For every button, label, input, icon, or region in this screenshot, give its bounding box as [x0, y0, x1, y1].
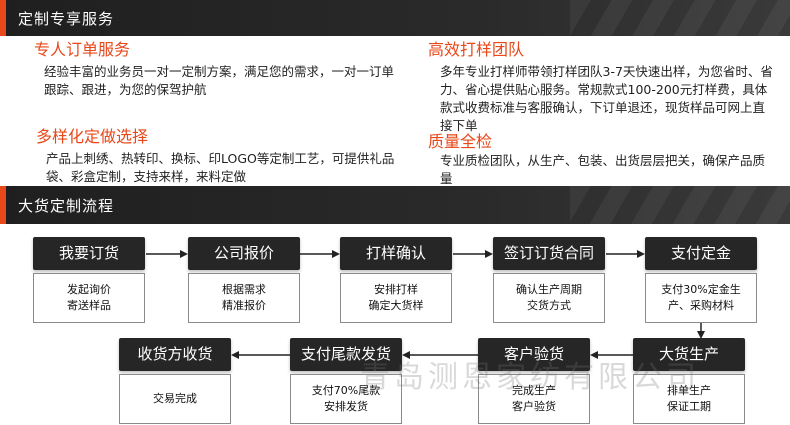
service-title: 高效打样团队 — [428, 40, 525, 59]
process-step: 客户验货 完成生产 客户验货 — [478, 338, 590, 424]
step-detail: 支付70%尾款 安排发货 — [290, 374, 402, 424]
process-step: 打样确认 安排打样 确定大货样 — [340, 237, 452, 323]
step-heading: 我要订货 — [33, 237, 145, 270]
process-step: 公司报价 根据需求 精准报价 — [188, 237, 300, 323]
service-description: 经验丰富的业务员一对一定制方案，满足您的需求，一对一订单跟踪、跟进，为您的保驾护… — [44, 64, 395, 97]
arrow-right-icon — [300, 249, 340, 259]
arrow-left-icon — [231, 350, 290, 360]
arrow-right-icon — [453, 249, 493, 259]
step-heading: 客户验货 — [478, 338, 590, 371]
process-step: 支付定金 支付30%定金生产、采购材料 — [645, 237, 757, 323]
step-heading: 大货生产 — [633, 338, 745, 371]
step-heading: 支付定金 — [645, 237, 757, 270]
step-detail-line: 交货方式 — [527, 299, 571, 312]
arrow-left-icon — [590, 350, 633, 360]
section-title: 大货定制流程 — [18, 197, 115, 215]
process-step: 大货生产 排单生产 保证工期 — [633, 338, 745, 424]
step-detail-line: 客户验货 — [512, 400, 556, 413]
step-detail-line: 支付30%定金生产、采购材料 — [661, 283, 741, 312]
service-block-sampling-team: 高效打样团队 多年专业打样师带领打样团队3-7天快速出样，为您省时、省力、省心提… — [428, 40, 773, 135]
step-detail-line: 安排打样 — [374, 283, 418, 296]
service-description: 多年专业打样师带领打样团队3-7天快速出样，为您省时、省力、省心提供贴心服务。常… — [440, 64, 773, 133]
step-heading: 签订订货合同 — [493, 237, 605, 270]
service-title: 多样化定做选择 — [36, 127, 149, 146]
step-detail-line: 确定大货样 — [368, 299, 424, 312]
step-detail-line: 支付70%尾款 — [311, 384, 381, 397]
step-detail-line: 精准报价 — [222, 299, 266, 312]
service-title: 质量全检 — [428, 132, 493, 151]
step-detail: 排单生产 保证工期 — [633, 374, 745, 424]
arrow-right-icon — [146, 249, 188, 259]
step-detail: 确认生产周期 交货方式 — [493, 273, 605, 323]
step-detail-line: 确认生产周期 — [516, 283, 582, 296]
service-block-quality-check: 质量全检 专业质检团队，从生产、包装、出货层层把关，确保产品质量 — [428, 132, 773, 188]
process-step: 收货方收货 交易完成 — [119, 338, 231, 424]
section-header-process: 大货定制流程 — [0, 186, 790, 224]
arrow-down-icon — [696, 323, 706, 339]
step-detail: 发起询价 寄送样品 — [33, 273, 145, 323]
step-detail: 完成生产 客户验货 — [478, 374, 590, 424]
step-detail: 支付30%定金生产、采购材料 — [645, 273, 757, 323]
step-heading: 公司报价 — [188, 237, 300, 270]
step-detail-line: 发起询价 — [67, 283, 111, 296]
step-detail-line: 寄送样品 — [67, 299, 111, 312]
step-detail-line: 完成生产 — [512, 384, 556, 397]
step-detail-line: 安排发货 — [324, 400, 368, 413]
step-heading: 支付尾款发货 — [290, 338, 402, 371]
step-detail: 交易完成 — [119, 374, 231, 424]
step-heading: 打样确认 — [340, 237, 452, 270]
service-title: 专人订单服务 — [34, 40, 131, 59]
step-detail-line: 保证工期 — [667, 400, 711, 413]
section-title: 定制专享服务 — [18, 10, 115, 28]
arrow-right-icon — [606, 249, 645, 259]
step-detail: 安排打样 确定大货样 — [340, 273, 452, 323]
process-step: 我要订货 发起询价 寄送样品 — [33, 237, 145, 323]
service-description: 专业质检团队，从生产、包装、出货层层把关，确保产品质量 — [440, 153, 766, 186]
step-detail-line: 交易完成 — [153, 392, 197, 405]
step-detail: 根据需求 精准报价 — [188, 273, 300, 323]
service-block-dedicated-order: 专人订单服务 经验丰富的业务员一对一定制方案，满足您的需求，一对一订单跟踪、跟进… — [34, 40, 394, 99]
step-detail-line: 排单生产 — [667, 384, 711, 397]
service-description: 产品上刺绣、热转印、换标、印LOGO等定制工艺，可提供礼品袋、彩盒定制，支持来样… — [46, 151, 395, 184]
process-step: 支付尾款发货 支付70%尾款 安排发货 — [290, 338, 402, 424]
section-header-custom-service: 定制专享服务 — [0, 0, 790, 36]
service-block-custom-options: 多样化定做选择 产品上刺绣、热转印、换标、印LOGO等定制工艺，可提供礼品袋、彩… — [36, 127, 396, 186]
step-heading: 收货方收货 — [119, 338, 231, 371]
arrow-left-icon — [402, 350, 478, 360]
step-detail-line: 根据需求 — [222, 283, 266, 296]
process-step: 签订订货合同 确认生产周期 交货方式 — [493, 237, 605, 323]
